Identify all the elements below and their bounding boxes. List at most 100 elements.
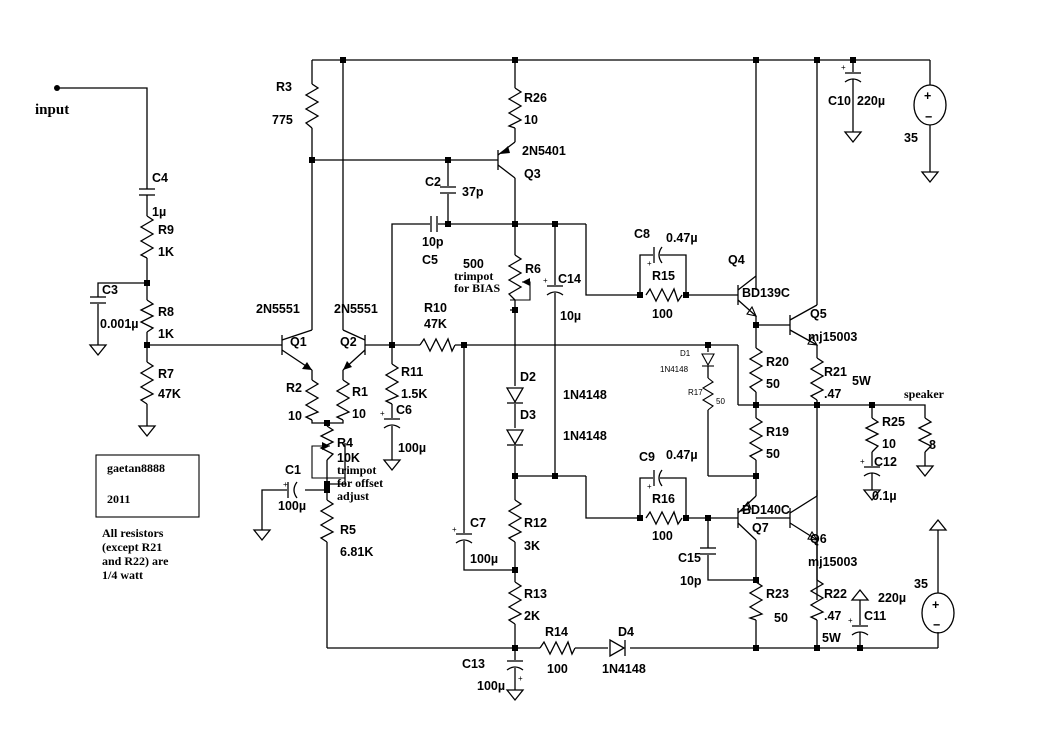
labels: input R3 775 R26 10 2N5401 Q3 C2 37p C4 … xyxy=(35,80,945,693)
d1-label: D1 xyxy=(680,349,691,358)
c4-label: C4 xyxy=(152,171,168,185)
r13-label: R13 xyxy=(524,587,547,601)
ground-symbol xyxy=(382,459,402,472)
resistor-r19 xyxy=(748,417,764,461)
voltage-sources: + − + − xyxy=(913,84,955,634)
junctions xyxy=(54,57,875,651)
c2-value: 37p xyxy=(462,185,484,199)
transistor-q5 xyxy=(789,304,819,346)
trimpot-offset-line2: for offset xyxy=(337,476,383,490)
capacitor-c1 xyxy=(287,481,298,499)
svg-text:+: + xyxy=(647,259,652,268)
resistor-r23 xyxy=(747,581,764,621)
svg-text:+: + xyxy=(452,525,457,534)
q2-label: Q2 xyxy=(340,335,357,349)
c15-label: C15 xyxy=(678,551,701,565)
transistor-q3 xyxy=(497,141,516,179)
r6-label: R6 xyxy=(525,262,541,276)
c3-value: 0.001µ xyxy=(100,317,138,331)
note-line1: All resistors xyxy=(102,526,164,540)
resistor-r10 xyxy=(419,337,456,353)
svg-text:+: + xyxy=(924,89,931,103)
resistor-r4 xyxy=(319,425,335,461)
c10-value: 220µ xyxy=(857,94,885,108)
trimpot-wipers xyxy=(311,278,531,479)
ground-symbol xyxy=(505,689,525,702)
voltage-source-bottom: + − xyxy=(921,592,955,634)
r6-value: 500 xyxy=(463,257,484,271)
diode-d1 xyxy=(701,353,715,367)
c9-value: 0.47µ xyxy=(666,448,698,462)
resistor-r16 xyxy=(645,510,683,526)
r10-value: 47K xyxy=(424,317,447,331)
c13-value: 100µ xyxy=(477,679,505,693)
r4-label: R4 xyxy=(337,436,353,450)
d4-value: 1N4148 xyxy=(602,662,646,676)
q1-label: Q1 xyxy=(290,335,307,349)
ground-symbol xyxy=(137,425,157,438)
r16-value: 100 xyxy=(652,529,673,543)
r20-value: 50 xyxy=(766,377,780,391)
d4-label: D4 xyxy=(618,625,634,639)
transistor-q4 xyxy=(737,275,757,317)
r7-label: R7 xyxy=(158,367,174,381)
author-year: 2011 xyxy=(107,492,130,506)
resistor-r1 xyxy=(335,379,351,421)
q4-label: Q4 xyxy=(728,253,745,267)
q3-part: 2N5401 xyxy=(522,144,566,158)
ground-symbol xyxy=(88,344,108,357)
d1-value: 1N4148 xyxy=(660,365,689,374)
r12-value: 3K xyxy=(524,539,540,553)
r17-label: R17 xyxy=(688,388,703,397)
ground-symbol xyxy=(850,588,870,601)
c12-value: 0.1µ xyxy=(872,489,897,503)
resistor-r13 xyxy=(507,581,523,625)
c5-label: C5 xyxy=(422,253,438,267)
note-line4: 1/4 watt xyxy=(102,568,143,582)
r15-value: 100 xyxy=(652,307,673,321)
diode-d2 xyxy=(505,387,525,404)
svg-text:+: + xyxy=(647,482,652,491)
c8-label: C8 xyxy=(634,227,650,241)
resistor-r14 xyxy=(539,640,576,656)
r14-label: R14 xyxy=(545,625,568,639)
r12-label: R12 xyxy=(524,516,547,530)
speaker-label: speaker xyxy=(904,387,945,401)
r25-label: R25 xyxy=(882,415,905,429)
c9-label: C9 xyxy=(639,450,655,464)
q1-part: 2N5551 xyxy=(256,302,300,316)
trimpot-offset-line1: trimpot xyxy=(337,463,376,477)
c15-value: 10p xyxy=(680,574,702,588)
capacitor-c5 xyxy=(430,216,438,232)
capacitor-c10 xyxy=(844,72,862,83)
ground-symbol xyxy=(928,518,948,531)
diode-d3 xyxy=(505,429,525,446)
resistor-r7 xyxy=(139,361,155,405)
c6-value: 100µ xyxy=(398,441,426,455)
c14-label: C14 xyxy=(558,272,581,286)
author-name: gaetan8888 xyxy=(107,461,165,475)
capacitor-c8 xyxy=(653,246,663,264)
r2-label: R2 xyxy=(286,381,302,395)
r22-label: R22 xyxy=(824,587,847,601)
transistor-q6 xyxy=(789,490,819,541)
r8-label: R8 xyxy=(158,305,174,319)
resistors xyxy=(139,83,933,656)
r19-value: 50 xyxy=(766,447,780,461)
ground-symbol xyxy=(252,529,272,542)
speaker-impedance: 8 xyxy=(929,438,936,452)
d2-value: 1N4148 xyxy=(563,388,607,402)
ground-symbol xyxy=(920,171,940,184)
d3-value: 1N4148 xyxy=(563,429,607,443)
c11-value: 220µ xyxy=(878,591,906,605)
c1-label: C1 xyxy=(285,463,301,477)
ground-symbol xyxy=(843,131,863,144)
transistors xyxy=(281,141,819,541)
resistor-r11 xyxy=(384,363,400,405)
r3-value: 775 xyxy=(272,113,293,127)
q3-label: Q3 xyxy=(524,167,541,181)
svg-text:+: + xyxy=(518,674,523,683)
ground-symbol xyxy=(862,489,882,502)
resistor-r12 xyxy=(507,499,523,543)
